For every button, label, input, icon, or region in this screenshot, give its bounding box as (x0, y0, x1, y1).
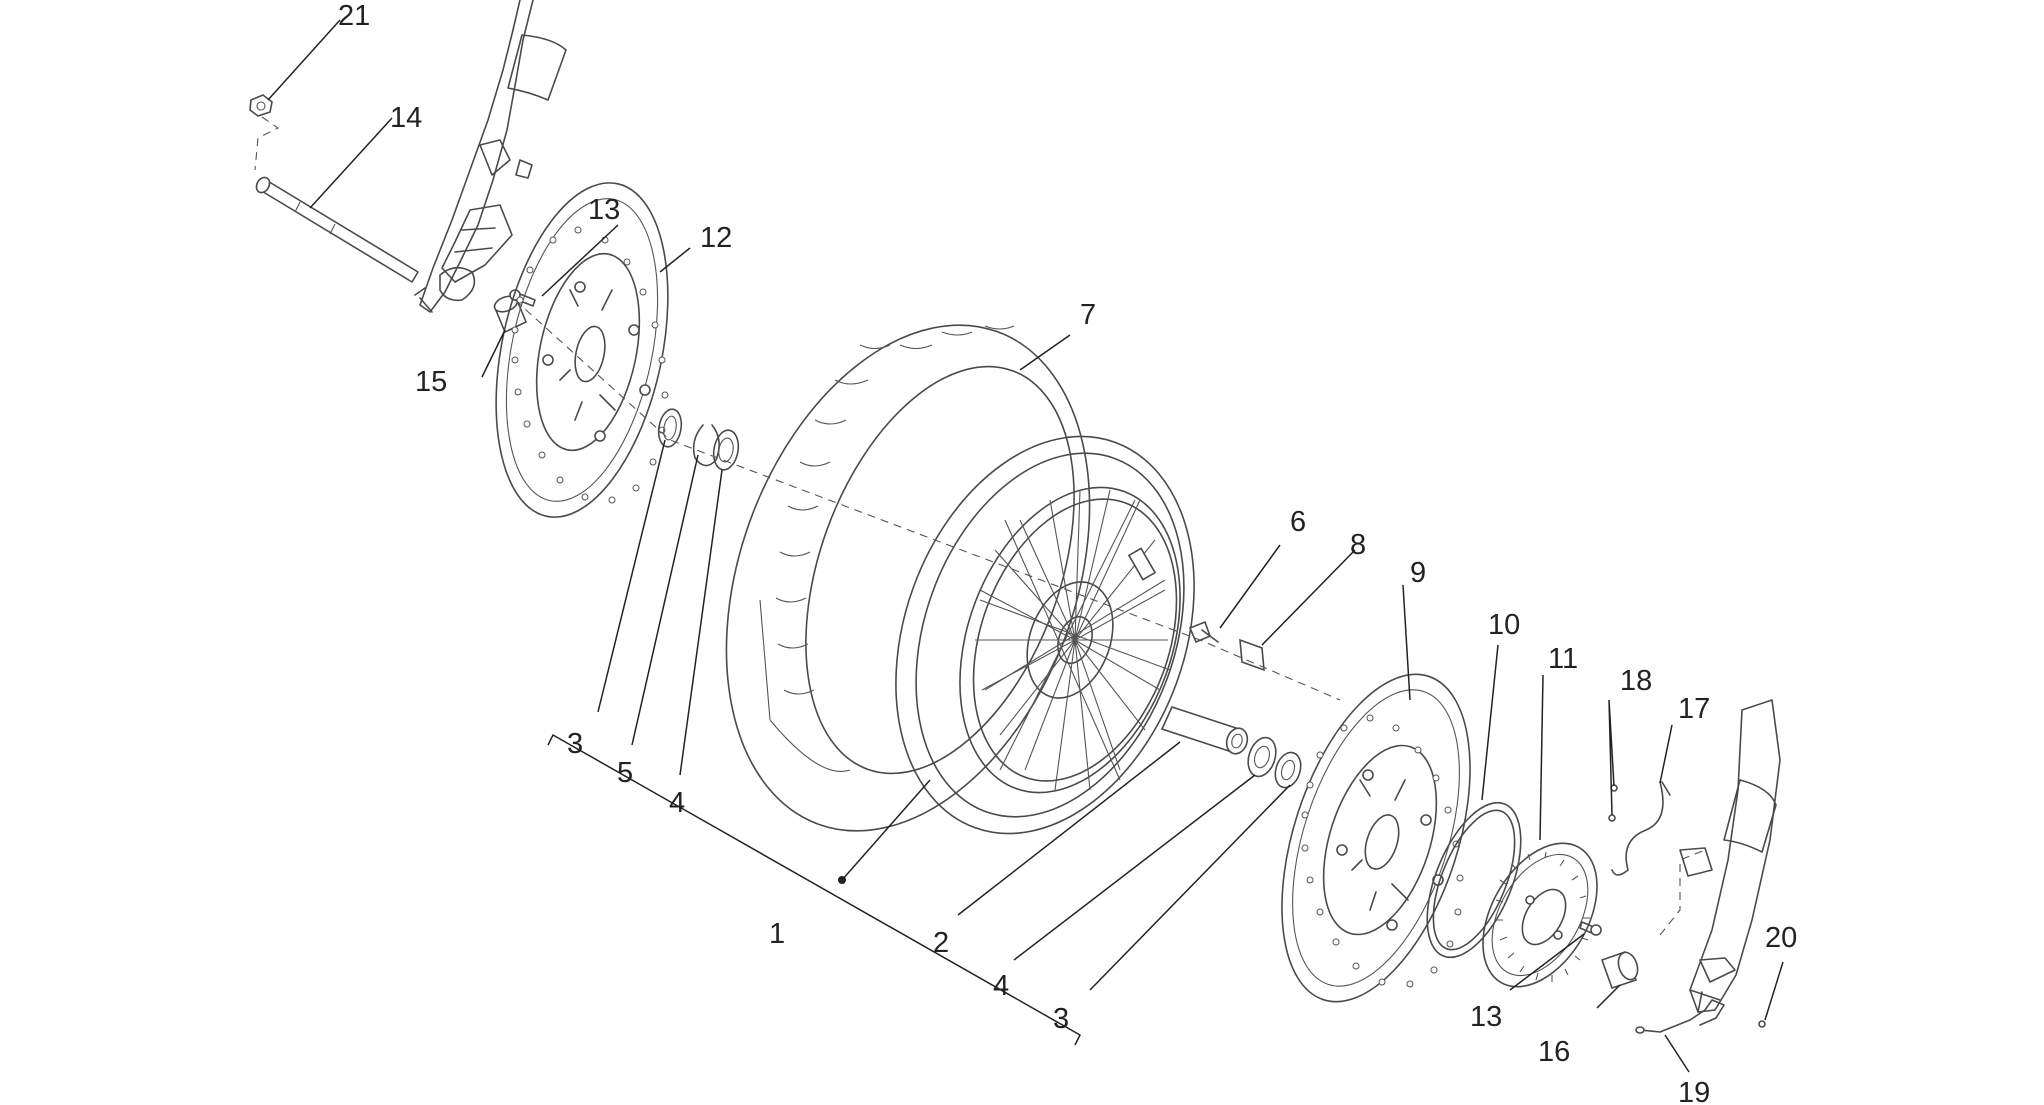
callout-7: 7 (1080, 299, 1096, 331)
callout-4-right: 4 (993, 970, 1009, 1002)
part-15-spacer (493, 295, 528, 334)
part-7-tyre (725, 324, 1091, 832)
part-4-bearing-right (1247, 736, 1277, 778)
part-16-spacer (1600, 950, 1639, 990)
callout-21: 21 (338, 0, 370, 32)
callout-13-lower: 13 (1470, 1001, 1502, 1033)
callout-9: 9 (1410, 557, 1426, 589)
part-3-seal-right (1274, 751, 1302, 789)
part-14-axle (255, 176, 419, 283)
part-9-right-brake-disc (1281, 673, 1471, 1003)
part-19-sensor-bracket (1635, 999, 1725, 1034)
callout-4-left: 4 (669, 787, 685, 819)
part-6-screw (1188, 620, 1219, 644)
callout-6: 6 (1290, 506, 1306, 538)
leader-lines (267, 19, 1784, 1073)
callout-5: 5 (617, 757, 633, 789)
callout-14: 14 (390, 102, 422, 134)
callout-labels: 21 14 13 12 15 7 6 8 9 10 11 18 17 3 5 4… (338, 0, 1797, 1105)
callout-3-right: 3 (1053, 1003, 1069, 1035)
part-21-nut (249, 94, 280, 171)
callout-17: 17 (1678, 693, 1710, 725)
axis-line (514, 299, 1341, 701)
left-fork-leg (414, 0, 567, 313)
part-13-bolt-lower (1579, 921, 1602, 936)
wheel-rim (895, 435, 1195, 835)
callout-12: 12 (700, 222, 732, 254)
part-20-screw (1758, 1020, 1766, 1028)
callout-19: 19 (1678, 1077, 1710, 1105)
callout-20: 20 (1765, 922, 1797, 954)
part-5-circlip (692, 424, 720, 467)
callout-18: 18 (1620, 665, 1652, 697)
wheel-spokes (975, 489, 1171, 791)
part-3-seal-left (657, 408, 683, 448)
callout-8: 8 (1350, 529, 1366, 561)
callout-10: 10 (1488, 609, 1520, 641)
part-10-ring (1426, 801, 1522, 959)
part-11-tone-wheel (1482, 842, 1598, 988)
callout-11: 11 (1548, 643, 1578, 675)
part-2-spacer-tube (1160, 706, 1249, 755)
part-8-plate (1239, 638, 1265, 672)
callout-13-upper: 13 (588, 194, 620, 226)
callout-1: 1 (769, 918, 785, 950)
part-17-sensor-cable (1611, 781, 1671, 876)
part-18-screws (1608, 784, 1618, 822)
callout-2: 2 (933, 927, 949, 959)
part-4-bearing-left (712, 429, 740, 471)
callout-3-left: 3 (567, 728, 583, 760)
callout-16: 16 (1538, 1036, 1570, 1068)
right-fork-leg (1659, 699, 1781, 1013)
part-12-left-brake-disc (495, 182, 669, 518)
callout-15: 15 (415, 366, 447, 398)
